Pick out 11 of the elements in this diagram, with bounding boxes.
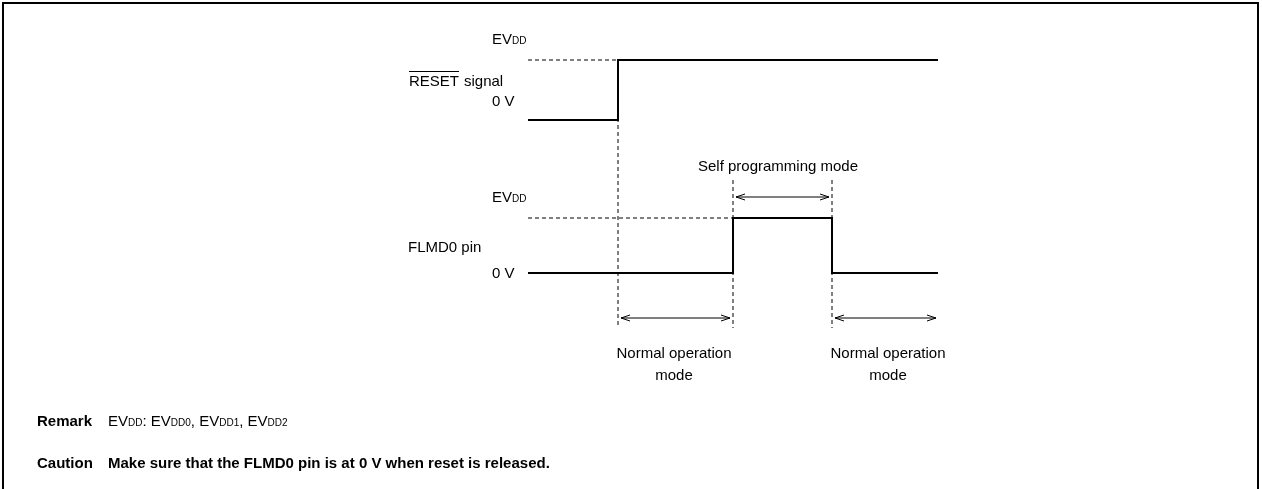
remark-heading: Remark xyxy=(37,412,93,430)
voltage-level-label: 0 V xyxy=(492,264,515,282)
mode-label: Normal operation mode xyxy=(615,343,733,385)
voltage-level-label: 0 V xyxy=(492,92,515,110)
mode-label: Self programming mode xyxy=(696,157,860,175)
mode-label: Normal operation mode xyxy=(829,343,947,385)
signal-name: FLMD0 pin xyxy=(408,238,482,256)
caution-text: Make sure that the FLMD0 pin is at 0 V when reset is released. xyxy=(108,454,550,472)
caution-heading: Caution xyxy=(37,454,93,472)
signal-name: signal xyxy=(464,72,504,90)
signal-name: RESET xyxy=(409,72,459,90)
